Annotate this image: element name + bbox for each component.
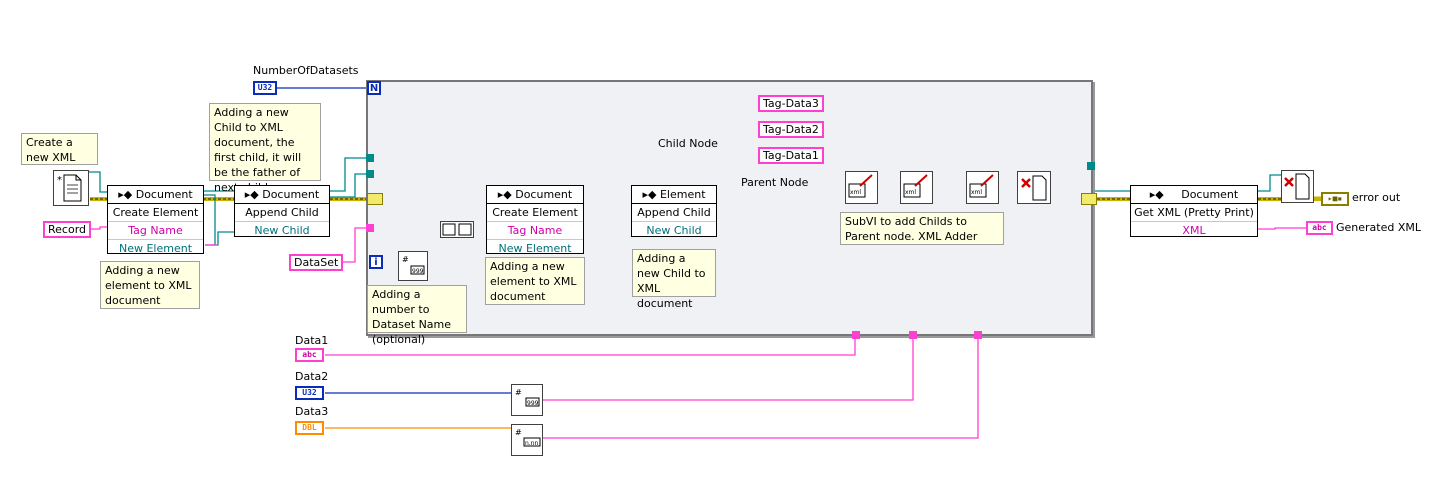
close-reference-icon[interactable] [1017,171,1051,204]
svg-text:*: * [57,175,62,186]
note-adding-new-child-2: Adding a new Child to XML document [632,249,716,310]
node-input-tag-name: Tag Name [108,221,203,239]
tunnel-data2 [909,331,917,339]
tunnel-in-1 [366,154,374,162]
svg-text:#: # [515,428,522,437]
tunnel-data3 [974,331,982,339]
generated-xml-indicator: abc [1306,221,1333,235]
close-document-icon[interactable] [1281,170,1314,203]
record-constant[interactable]: Record [43,221,92,238]
node-header: ▸◆ Document [108,186,203,204]
data3-control[interactable]: DBL [295,421,324,435]
loop-iteration-terminal: i [369,255,383,269]
loop-count-terminal: N [367,81,381,95]
node-output-xml: XML [1131,221,1257,239]
node-method: Append Child [245,206,319,219]
note-create-new-xml: Create a new XML [21,133,98,165]
node-method: Append Child [637,206,711,219]
new-document-icon[interactable]: * [53,170,89,206]
tag-data2-constant[interactable]: Tag-Data2 [758,121,824,138]
xml-adder-subvi-1-icon[interactable]: xml [845,171,878,204]
node-header: ▸◆ Element [632,186,716,204]
data2-label: Data2 [295,370,329,383]
node-method: Create Element [112,206,199,219]
node-input-new-child: New Child [235,221,329,239]
xml-adder-subvi-2-icon[interactable]: xml [900,171,933,204]
dataset-constant[interactable]: DataSet [289,254,344,271]
note-adding-new-element-2: Adding a new element to XML document [485,257,585,305]
number-of-datasets-control[interactable]: U32 [253,81,277,95]
invoke-node-get-xml[interactable]: ▸◆ Document Get XML (Pretty Print) XML [1130,185,1258,237]
error-out-indicator: ▸■▪ [1321,192,1349,206]
svg-text:xml: xml [850,189,861,196]
data3-label: Data3 [295,405,329,418]
for-loop-structure[interactable] [366,80,1093,336]
invoke-node-append-child-1[interactable]: ▸◆ Document Append Child New Child [234,185,330,237]
number-to-string-icon[interactable]: #999 [398,251,428,281]
tunnel-data1 [852,331,860,339]
svg-text:xml: xml [971,189,982,196]
number-to-decimal-string-icon[interactable]: #999 [511,384,543,416]
number-to-fractional-string-icon[interactable]: #n.nn [511,424,543,456]
tag-data1-constant[interactable]: Tag-Data1 [758,147,824,164]
number-of-datasets-label: NumberOfDatasets [253,64,359,77]
svg-text:999: 999 [527,400,539,407]
note-subvi-xml-adder: SubVI to add Childs to Parent node. XML … [840,212,1004,245]
node-method: Create Element [492,206,578,219]
invoke-node-create-element-2[interactable]: ▸◆ Document Create Element Tag Name New … [486,185,584,257]
child-node-label: Child Node [658,137,718,150]
data1-label: Data1 [295,334,329,347]
node-method: Get XML (Pretty Print) [1134,206,1254,219]
svg-text:#: # [515,388,522,397]
node-output-new-element: New Element [108,239,203,257]
xml-adder-subvi-3-icon[interactable]: xml [966,171,999,204]
shift-register-left[interactable] [367,193,383,205]
generated-xml-label: Generated XML [1336,221,1422,234]
shift-register-right[interactable] [1081,193,1097,205]
node-output-new-element: New Element [487,239,583,257]
node-input-tag-name: Tag Name [487,221,583,239]
node-header: ▸◆ Document [235,186,329,204]
tunnel-in-2 [366,170,374,178]
svg-text:999: 999 [412,268,424,275]
tunnel-out-1 [1087,162,1095,170]
invoke-node-append-child-2[interactable]: ▸◆ Element Append Child New Child [631,185,717,237]
concatenate-strings-icon[interactable] [440,221,474,238]
data2-control[interactable]: U32 [295,386,324,400]
node-input-new-child: New Child [632,221,716,239]
svg-text:#: # [402,255,409,264]
note-adding-number: Adding a number to Dataset Name (optiona… [367,285,467,346]
invoke-node-create-element-1[interactable]: ▸◆ Document Create Element Tag Name New … [107,185,204,257]
error-out-label: error out [1352,191,1401,204]
note-adding-new-child-document: Adding a new Child to XML document, the … [209,103,321,194]
tunnel-dataset [366,224,374,232]
data1-control[interactable]: abc [295,348,324,362]
parent-node-label: Parent Node [741,176,809,189]
svg-text:n.nn: n.nn [525,440,539,447]
node-header: ▸◆ Document [1131,186,1257,204]
note-adding-new-element-1: Adding a new element to XML document [100,261,200,309]
svg-text:xml: xml [905,189,916,196]
tag-data3-constant[interactable]: Tag-Data3 [758,95,824,112]
node-header: ▸◆ Document [487,186,583,204]
